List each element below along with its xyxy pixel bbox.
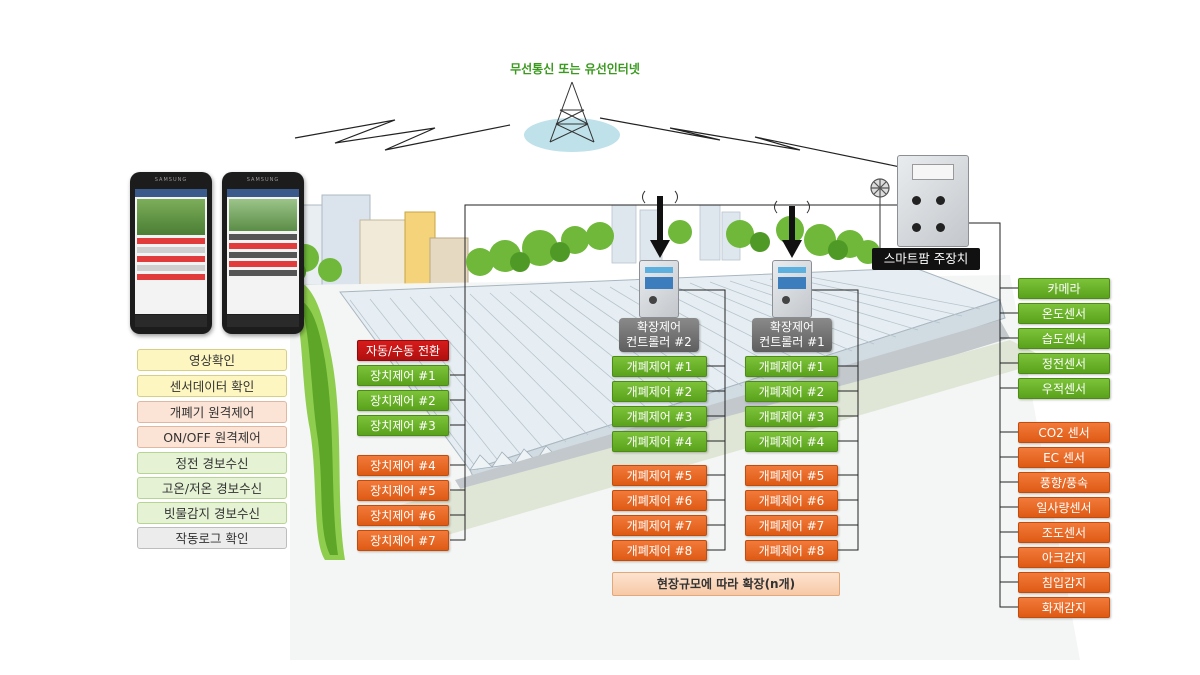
smartphone-right: SAMSUNG [222, 172, 304, 334]
feature-rain-alarm: 빗물감지 경보수신 [137, 502, 287, 524]
controller-2-device [639, 260, 679, 318]
down-arrow-icon [782, 206, 802, 258]
sensor-power-failure: 정전센서 [1018, 353, 1110, 374]
sensor-illuminance: 조도센서 [1018, 522, 1110, 543]
controller-1-opener-1: 개폐제어 #1 [745, 356, 838, 377]
controller-1-label-line2: 컨트롤러 #1 [759, 335, 825, 349]
phone-brand: SAMSUNG [246, 177, 280, 183]
feature-onoff-remote: ON/OFF 원격제어 [137, 426, 287, 448]
controller-1-opener-5: 개폐제어 #5 [745, 465, 838, 486]
controller-2-opener-8: 개폐제어 #8 [612, 540, 707, 561]
controller-2-opener-2: 개폐제어 #2 [612, 381, 707, 402]
feature-opener-remote: 개폐기 원격제어 [137, 401, 287, 423]
device-control-5: 장치제어 #5 [357, 480, 449, 501]
feature-log-check: 작동로그 확인 [137, 527, 287, 549]
phone-navbar [227, 315, 299, 327]
signal-arcs [642, 190, 810, 214]
main-device-cabinet [897, 155, 969, 247]
controller-1-opener-7: 개폐제어 #7 [745, 515, 838, 536]
controller-2-label: 확장제어 컨트롤러 #2 [619, 318, 699, 352]
controller-2-opener-5: 개폐제어 #5 [612, 465, 707, 486]
sensor-fire: 화재감지 [1018, 597, 1110, 618]
controller-2-opener-3: 개폐제어 #3 [612, 406, 707, 427]
controller-2-opener-4: 개폐제어 #4 [612, 431, 707, 452]
down-arrow-icon [650, 196, 670, 258]
feature-temp-alarm: 고온/저온 경보수신 [137, 477, 287, 499]
sensor-temperature: 온도센서 [1018, 303, 1110, 324]
device-control-6: 장치제어 #6 [357, 505, 449, 526]
device-control-1: 장치제어 #1 [357, 365, 449, 386]
controller-1-opener-6: 개폐제어 #6 [745, 490, 838, 511]
network-label: 무선통신 또는 유선인터넷 [510, 62, 640, 76]
sensor-arc: 아크감지 [1018, 547, 1110, 568]
wireless-signal-left [294, 119, 511, 151]
sensor-camera: 카메라 [1018, 278, 1110, 299]
controller-2-label-line2: 컨트롤러 #2 [626, 335, 692, 349]
controller-2-opener-1: 개폐제어 #1 [612, 356, 707, 377]
mode-switch-tag: 자동/수동 전환 [357, 340, 449, 361]
controller-2-label-line1: 확장제어 [636, 320, 682, 334]
sensor-solar: 일사량센서 [1018, 497, 1110, 518]
phone-screen [135, 189, 207, 314]
tower-base-glow [524, 118, 620, 152]
sensor-rain: 우적센서 [1018, 378, 1110, 399]
controller-1-opener-2: 개폐제어 #2 [745, 381, 838, 402]
device-control-3: 장치제어 #3 [357, 415, 449, 436]
phone-screen [227, 189, 299, 314]
sensor-wind: 풍향/풍속 [1018, 472, 1110, 493]
controller-2-opener-6: 개폐제어 #6 [612, 490, 707, 511]
device-control-4: 장치제어 #4 [357, 455, 449, 476]
main-device-label: 스마트팜 주장치 [872, 248, 980, 270]
feature-power-alarm: 정전 경보수신 [137, 452, 287, 474]
sensor-humidity: 습도센서 [1018, 328, 1110, 349]
grass-strip [290, 285, 345, 560]
sensor-co2: CO2 센서 [1018, 422, 1110, 443]
weather-station-icon [870, 178, 890, 248]
smartphone-left: SAMSUNG [130, 172, 212, 334]
device-control-7: 장치제어 #7 [357, 530, 449, 551]
connection-lines [450, 204, 1018, 608]
sensor-ec: EC 센서 [1018, 447, 1110, 468]
feature-video-check: 영상확인 [137, 349, 287, 371]
feature-sensor-data: 센서데이터 확인 [137, 375, 287, 397]
phone-brand: SAMSUNG [154, 177, 188, 183]
controller-1-opener-3: 개폐제어 #3 [745, 406, 838, 427]
expansion-note: 현장규모에 따라 확장(n개) [612, 572, 840, 596]
sensor-intrusion: 침입감지 [1018, 572, 1110, 593]
controller-1-label: 확장제어 컨트롤러 #1 [752, 318, 832, 352]
wireless-signal-right [599, 117, 906, 169]
device-control-2: 장치제어 #2 [357, 390, 449, 411]
controller-1-opener-8: 개폐제어 #8 [745, 540, 838, 561]
controller-1-opener-4: 개폐제어 #4 [745, 431, 838, 452]
tower-icon [549, 81, 595, 143]
controller-1-device [772, 260, 812, 318]
controller-1-label-line1: 확장제어 [769, 320, 815, 334]
controller-2-opener-7: 개폐제어 #7 [612, 515, 707, 536]
phone-navbar [135, 315, 207, 327]
